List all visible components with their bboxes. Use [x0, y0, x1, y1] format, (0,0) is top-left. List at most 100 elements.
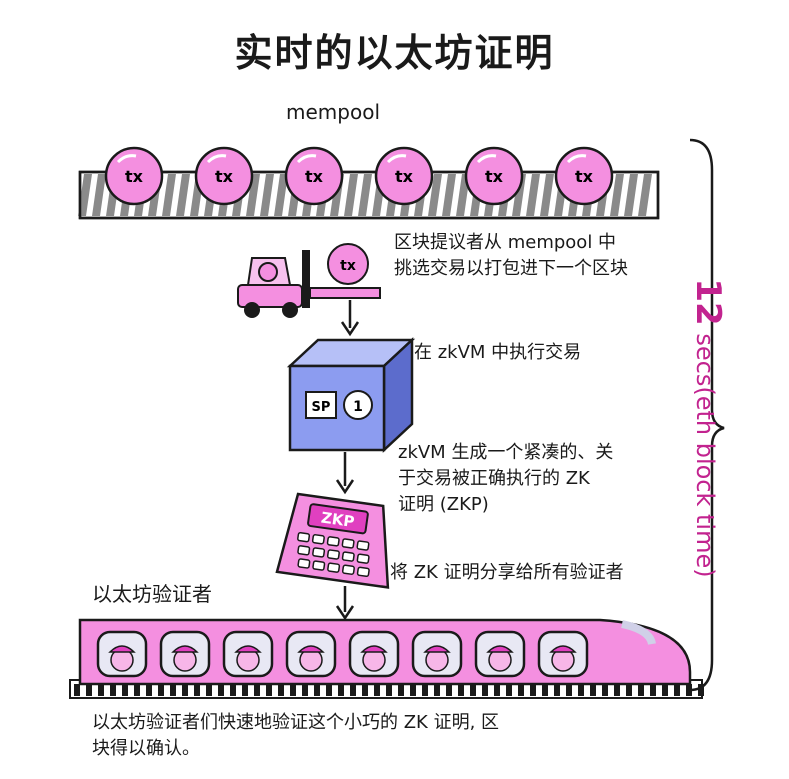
mempool-tx-ball: tx [284, 146, 344, 206]
track-tie [290, 684, 296, 696]
step2-label: 在 zkVM 中执行交易 [414, 342, 582, 363]
arrow-2 [335, 452, 355, 495]
mempool-tx-ball: tx [104, 146, 164, 206]
validator-cap [423, 645, 451, 653]
conveyor-stripe [442, 174, 456, 216]
zkp-calculator-icon: ZKP [275, 492, 390, 589]
track-tie [182, 684, 188, 696]
step3-label: zkVM 生成一个紧凑的、关 于交易被正确执行的 ZK 证明 (ZKP) [398, 440, 688, 518]
conveyor-stripe [344, 174, 358, 216]
validator-cap [234, 645, 262, 653]
calculator-key [326, 536, 340, 547]
block-time-text: secs(eth block time) [691, 325, 719, 578]
arrow-1 [340, 300, 360, 337]
forklift-tx-ball: tx [327, 243, 369, 285]
track-tie [242, 684, 248, 696]
time-brace [689, 138, 725, 692]
track-tie [230, 684, 236, 696]
arrow-3 [335, 586, 355, 621]
track-tie [266, 684, 272, 696]
validator-cap [360, 645, 388, 653]
train-windows [96, 630, 589, 678]
track-tie [146, 684, 152, 696]
track-tie [542, 684, 548, 696]
validator-cap [297, 645, 325, 653]
conveyor-stripe [78, 174, 92, 216]
track-tie [302, 684, 308, 696]
calculator-key [341, 538, 355, 549]
calculator-key [297, 531, 311, 543]
train-window [222, 630, 274, 678]
track-tie [578, 684, 584, 696]
track-tie [518, 684, 524, 696]
conveyor-stripe [358, 174, 372, 216]
track-tie [158, 684, 164, 696]
track-tie [338, 684, 344, 696]
mempool-tx-ball: tx [194, 146, 254, 206]
track-tie [698, 684, 704, 696]
step3-line2: 于交易被正确执行的 ZK [398, 468, 590, 489]
block-time-number: 12 [688, 278, 728, 326]
track-tie [122, 684, 128, 696]
zkp-label: ZKP [320, 509, 356, 531]
track-tie [398, 684, 404, 696]
mempool-tx-ball: tx [374, 146, 434, 206]
calculator-key [312, 560, 326, 571]
bottom-note: 以太坊验证者们快速地验证这个小巧的 ZK 证明, 区 块得以确认。 [92, 710, 692, 762]
forklift-icon [237, 250, 381, 318]
calculator-key [356, 553, 370, 564]
conveyor-stripe [246, 174, 260, 216]
track-tie [626, 684, 632, 696]
train-window [474, 630, 526, 678]
track-tie [386, 684, 392, 696]
calculator-key [356, 540, 370, 551]
train-window [96, 630, 148, 678]
track-tie [506, 684, 512, 696]
calculator-key [311, 534, 325, 545]
tx-label: tx [125, 167, 144, 186]
track-tie [614, 684, 620, 696]
calculator-key [297, 545, 311, 556]
track-tie [458, 684, 464, 696]
track-tie [602, 684, 608, 696]
train-window [285, 630, 337, 678]
train-window [537, 630, 589, 678]
track-tie [350, 684, 356, 696]
track-tie [110, 684, 116, 696]
train-track [74, 684, 704, 696]
track-tie [86, 684, 92, 696]
conveyor-stripe [624, 174, 638, 216]
calculator-key [327, 562, 341, 573]
mempool-tx-ball: tx [554, 146, 614, 206]
track-tie [662, 684, 668, 696]
track-tie [638, 684, 644, 696]
mempool-label: mempool [286, 100, 380, 124]
conveyor-stripe [638, 174, 652, 216]
train-window [159, 630, 211, 678]
block-time-label: 12 secs(eth block time) [688, 278, 728, 577]
track-tie [410, 684, 416, 696]
track-tie [686, 684, 692, 696]
step3-line3: 证明 (ZKP) [398, 494, 489, 515]
sp-label: SP [312, 400, 331, 415]
calculator-key [312, 547, 326, 558]
train-window [348, 630, 400, 678]
validators-label: 以太坊验证者 [92, 582, 212, 606]
track-tie [434, 684, 440, 696]
conveyor-stripe [526, 174, 540, 216]
track-tie [470, 684, 476, 696]
conveyor-stripe [512, 174, 526, 216]
step1-label: 区块提议者从 mempool 中 挑选交易以打包进下一个区块 [394, 230, 704, 282]
step4-label: 将 ZK 证明分享给所有验证者 [390, 562, 624, 583]
track-tie [554, 684, 560, 696]
calculator-key [356, 566, 370, 578]
validators-train [69, 618, 704, 699]
tx-label: tx [485, 167, 504, 186]
bottom-note-line2: 块得以确认。 [92, 738, 200, 759]
calculator-key [341, 564, 355, 575]
track-tie [446, 684, 452, 696]
tx-label: tx [575, 167, 594, 186]
track-tie [482, 684, 488, 696]
track-tie [326, 684, 332, 696]
